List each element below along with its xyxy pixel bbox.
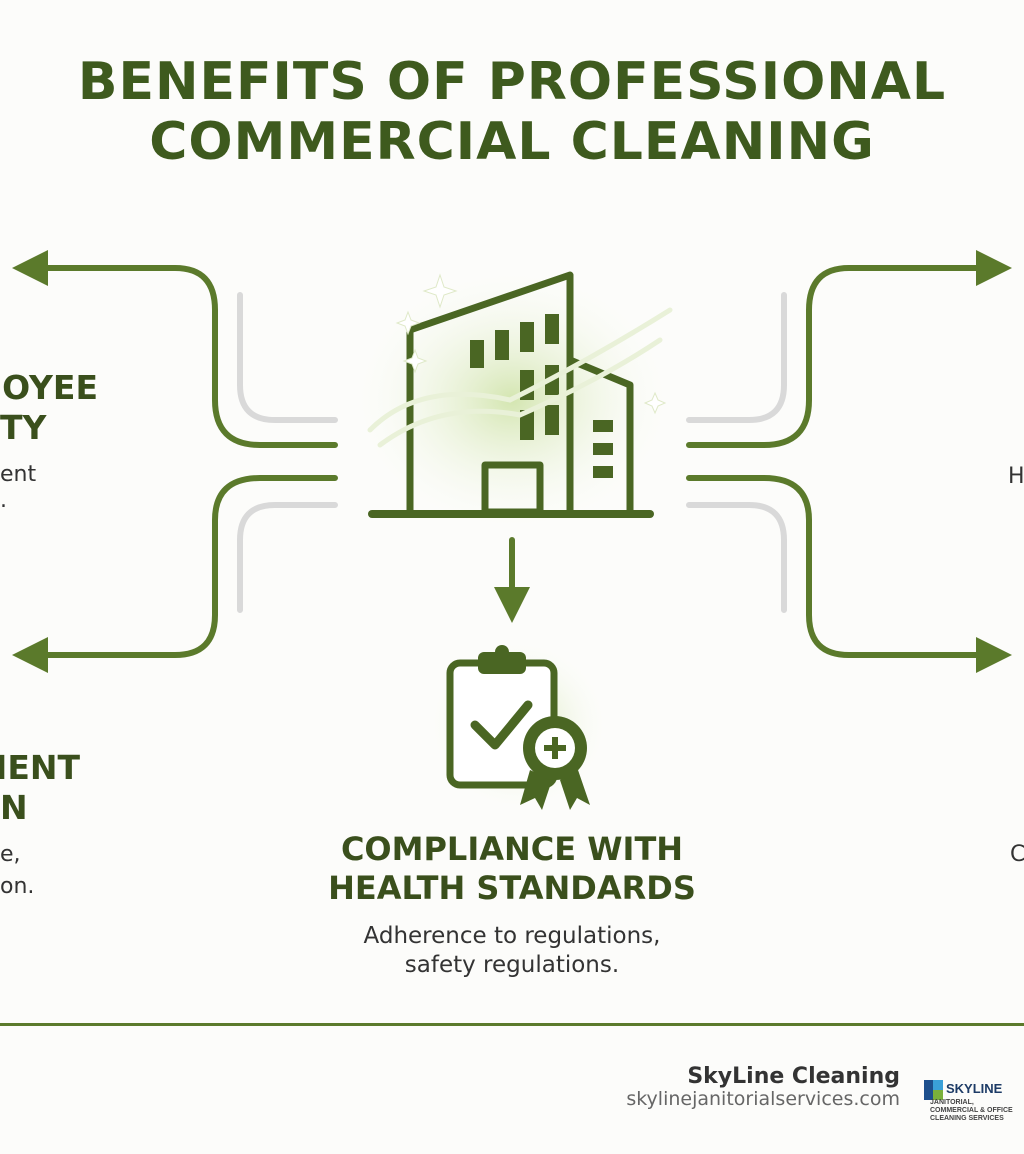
skyline-logo: SKYLINE (924, 1080, 1003, 1100)
arrow-right-bottom (686, 475, 1012, 673)
left-top-heading-line1: OYEE (2, 368, 98, 407)
left-bottom-body-line1: e, (0, 842, 21, 867)
left-bottom-heading-line2: N (0, 788, 28, 827)
left-bottom-body-line2: on. (0, 874, 35, 899)
footer-divider (0, 1023, 1024, 1026)
grey-connectors (237, 292, 787, 613)
logo-text: SKYLINE (946, 1081, 1003, 1096)
center-body-line2: safety regulations. (404, 952, 620, 978)
sparkling-building-icon (342, 260, 682, 540)
footer-url[interactable]: skylinejanitorialservices.com (626, 1088, 900, 1110)
footer-brand: SkyLine Cleaning (687, 1064, 900, 1089)
left-bottom-heading-line1: MENT (0, 748, 80, 787)
arrow-left-bottom (12, 475, 338, 673)
arrow-right-top (686, 250, 1012, 448)
left-top-body-line1: ent (0, 462, 37, 487)
title-line2: COMMERCIAL CLEANING (149, 112, 875, 172)
center-heading-line1: COMPLIANCE WITH (340, 830, 684, 868)
right-bottom-body-line1: C (1010, 842, 1024, 867)
clipboard-check-badge-icon (423, 635, 613, 815)
right-top-body-line1: H (1008, 464, 1024, 489)
left-top-body-line2: . (0, 488, 7, 513)
left-top-heading-line2: TY (0, 408, 47, 447)
title-line1: BENEFITS OF PROFESSIONAL (77, 52, 947, 112)
center-heading-line2: HEALTH STANDARDS (328, 869, 696, 907)
arrow-left-top (12, 250, 338, 448)
center-body-line1: Adherence to regulations, (363, 923, 661, 949)
logo-tagline: JANITORIAL, COMMERCIAL & OFFICE CLEANING… (930, 1099, 1013, 1122)
